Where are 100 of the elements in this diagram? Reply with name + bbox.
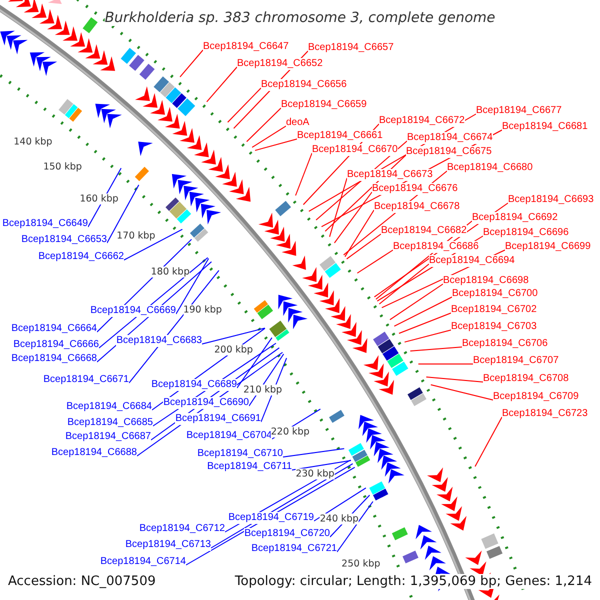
gene-label: Bcep18194_C6720 (244, 528, 330, 540)
leader-line (314, 487, 366, 522)
gene-label: Bcep18194_C6719 (228, 512, 314, 524)
leader-line (356, 250, 394, 274)
leader-line (180, 50, 204, 78)
gene-label: Bcep18194_C6699 (505, 241, 591, 253)
scale-label: 180 kbp (150, 266, 190, 278)
scale-label: 170 kbp (116, 230, 156, 242)
gene-label: Bcep18194_C6647 (203, 41, 289, 53)
gene-label: Bcep18194_C6661 (297, 130, 383, 142)
leader-line (282, 448, 345, 458)
gene-label: Bcep18194_C6687 (65, 431, 151, 443)
gene-label: Bcep18194_C6672 (379, 115, 465, 127)
scale-label: 190 kbp (183, 304, 222, 316)
gene-label: Bcep18194_C6675 (406, 146, 492, 158)
gene-label: Bcep18194_C6677 (476, 105, 562, 117)
gene-label: Bcep18194_C6706 (462, 338, 548, 350)
scale-label: 140 kbp (14, 136, 52, 148)
scale-label: 200 kbp (214, 344, 253, 356)
title: Burkholderia sp. 383 chromosome 3, complete genome (104, 10, 496, 26)
gene-label: Bcep18194_C6696 (483, 227, 569, 239)
gene-label: Bcep18194_C6691 (175, 413, 261, 425)
gene-label: deoA (286, 117, 310, 129)
gene-label: Bcep18194_C6670 (312, 144, 398, 156)
leader-line (106, 184, 140, 244)
gene-label: Bcep18194_C6671 (43, 374, 129, 386)
gene-label: Bcep18194_C6652 (237, 58, 323, 70)
leader-line (252, 126, 286, 148)
gene-label: Bcep18194_C6664 (11, 323, 97, 335)
gene-label: Bcep18194_C6688 (51, 447, 137, 459)
gene-label: Bcep18194_C6653 (21, 234, 107, 246)
leader-line (329, 178, 348, 238)
leader-line (336, 501, 374, 552)
gene-label: Bcep18194_C6723 (502, 408, 588, 420)
gene-label: Bcep18194_C6659 (281, 99, 367, 111)
scale-label: 230 kbp (296, 468, 334, 480)
gene-label: Bcep18194_C6649 (2, 218, 88, 230)
leader-line (410, 346, 462, 352)
accession-text: Accession: NC_007509 (8, 574, 156, 589)
gene-label: Bcep18194_C6662 (38, 251, 124, 263)
gene-label: Bcep18194_C6690 (163, 397, 249, 409)
gene-label: Bcep18194_C6680 (447, 162, 533, 174)
leader-line (418, 363, 474, 364)
summary-text: Topology: circular; Length: 1,395,069 bp; Genes: 1,214 (234, 574, 592, 589)
leader-line (227, 88, 262, 123)
gene-label: Bcep18194_C6692 (472, 212, 558, 224)
leader-line (292, 460, 352, 470)
gene-label: Bcep18194_C6656 (261, 79, 347, 91)
leader-line (426, 376, 484, 382)
scale-label: 240 kbp (320, 514, 359, 525)
gene-label: Bcep18194_C6694 (429, 255, 515, 267)
leader-line (202, 328, 266, 344)
gene-label: Bcep18194_C6693 (508, 194, 594, 206)
gene-label: Bcep18194_C6710 (197, 448, 283, 460)
gene-label: Bcep18194_C6714 (100, 556, 186, 568)
leader-line (206, 66, 238, 102)
leader-line (394, 296, 452, 327)
leader-line (236, 337, 272, 388)
leader-line (295, 152, 312, 196)
leader-line (186, 466, 356, 566)
leader-line (378, 264, 430, 305)
gene-label: Bcep18194_C6685 (67, 417, 153, 429)
gene-label: Bcep18194_C6713 (125, 539, 211, 551)
gene-label: Bcep18194_C6666 (13, 339, 99, 351)
leader-line (430, 384, 494, 400)
gene-label: Bcep18194_C6709 (493, 391, 579, 403)
gene-label: Bcep18194_C6686 (393, 241, 479, 253)
gene-label: Bcep18194_C6708 (483, 373, 569, 385)
leader-line (389, 284, 444, 320)
leader-line (124, 228, 183, 260)
gene-label: Bcep18194_C6712 (139, 523, 225, 535)
gene-label: Bcep18194_C6700 (452, 288, 538, 300)
scale-label: 220 kbp (270, 426, 310, 438)
leader-line (176, 258, 210, 314)
scale-label: 150 kbp (43, 161, 82, 172)
gene-label: Bcep18194_C6684 (66, 401, 152, 413)
scale-label: 210 kbp (243, 384, 282, 396)
gene-label: Bcep18194_C6698 (443, 275, 529, 287)
gene-label: Bcep18194_C6703 (451, 321, 537, 333)
gene-label: Bcep18194_C6668 (11, 353, 97, 365)
gene-label: Bcep18194_C6721 (251, 543, 337, 555)
leader-line (344, 210, 374, 258)
leader-line (254, 138, 298, 151)
scale-label: 250 kbp (342, 558, 380, 570)
gene-label: Bcep18194_C6689 (151, 379, 237, 391)
gene-label: Bcep18194_C6674 (407, 132, 493, 144)
leader-line (346, 234, 382, 260)
leader-line (398, 312, 452, 334)
gene-label: Bcep18194_C6683 (116, 335, 202, 347)
leader-line (334, 192, 372, 244)
gene-label: Bcep18194_C6669 (90, 305, 176, 317)
gene-label: Bcep18194_C6682 (381, 225, 467, 237)
scale-label: 160 kbp (80, 194, 118, 205)
leader-line (246, 108, 282, 142)
gene-label: Bcep18194_C6673 (347, 169, 433, 181)
gene-label: Bcep18194_C6678 (374, 201, 460, 213)
gene-label: Bcep18194_C6707 (473, 355, 559, 367)
gene-label: Bcep18194_C6676 (372, 183, 458, 195)
gene-label: Bcep18194_C6711 (207, 461, 292, 473)
leader-line (474, 416, 502, 467)
